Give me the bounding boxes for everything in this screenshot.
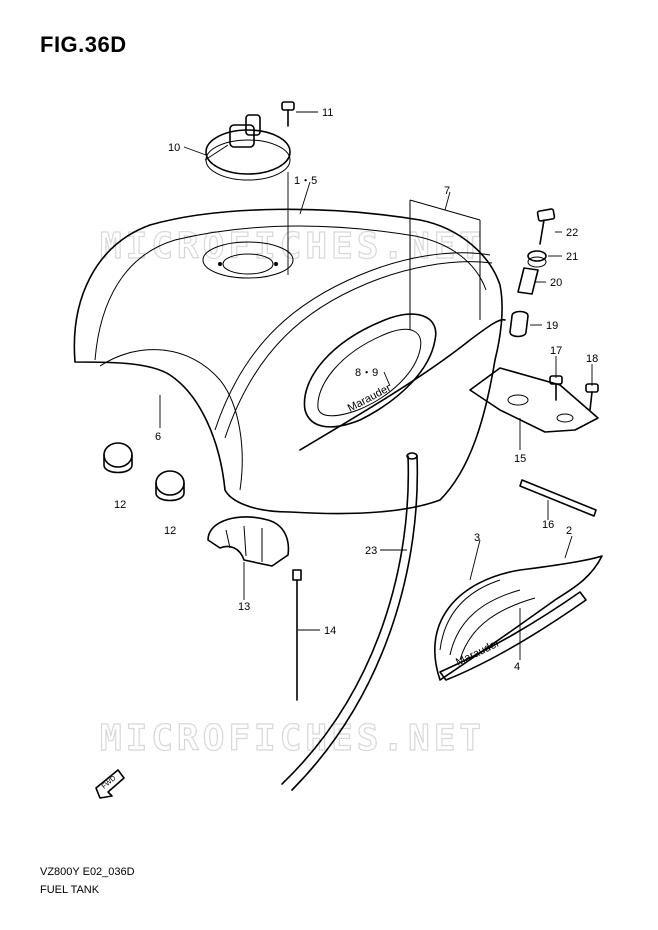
bolt-part-18[interactable]	[585, 383, 599, 411]
callout-20: 20	[550, 277, 562, 289]
callout-1-5: 1・5	[294, 175, 317, 187]
watermark-bottom: MICROFICHES.NET	[100, 718, 485, 759]
callout-16: 16	[542, 519, 554, 531]
washer-part-21[interactable]	[527, 250, 547, 268]
cap-part-12a[interactable]	[103, 442, 133, 474]
callout-3: 3	[474, 532, 480, 544]
callout-22: 22	[566, 227, 578, 239]
callout-17: 17	[550, 345, 562, 357]
emblem-part-3[interactable]	[439, 579, 536, 661]
callout-13: 13	[238, 601, 250, 613]
hose-part-23[interactable]	[281, 452, 419, 791]
watermark-top: MICROFICHES.NET	[100, 226, 485, 267]
callout-23: 23	[365, 545, 377, 557]
svg-text:FWD: FWD	[101, 775, 118, 791]
callout-12a: 12	[114, 499, 126, 511]
collar-part-20[interactable]	[517, 267, 539, 295]
emblem-part-2[interactable]	[434, 555, 603, 681]
band-part-14[interactable]	[292, 569, 302, 701]
callout-11: 11	[322, 107, 333, 119]
callout-6: 6	[155, 431, 161, 443]
cushion-part-19[interactable]	[509, 310, 529, 338]
model-code: VZ800Y E02_036D	[40, 866, 135, 878]
bolt-part-22[interactable]	[536, 208, 556, 245]
fuel-cap[interactable]	[204, 114, 291, 181]
callout-8-9: 8・9	[355, 367, 378, 379]
callout-15: 15	[514, 453, 526, 465]
cap-part-12b[interactable]	[155, 470, 185, 502]
cushion-part-13[interactable]	[207, 516, 290, 567]
callout-18: 18	[586, 353, 598, 365]
screw-part-11[interactable]	[281, 101, 295, 127]
leader-lines	[159, 111, 593, 660]
callout-2: 2	[566, 525, 572, 537]
callout-10: 10	[168, 142, 180, 154]
bolt-part-17[interactable]	[549, 375, 563, 401]
callout-14: 14	[324, 625, 336, 637]
callout-4: 4	[514, 661, 520, 673]
strip-part-16[interactable]	[519, 479, 597, 517]
emblem-logo: Marauder	[454, 637, 502, 669]
callout-21: 21	[566, 251, 578, 263]
bracket-part-15[interactable]	[469, 367, 599, 433]
figure-title: FIG.36D	[40, 32, 127, 57]
callout-12b: 12	[164, 525, 176, 537]
callout-19: 19	[546, 320, 558, 332]
callout-7: 7	[444, 185, 450, 197]
forward-arrow-icon: FWD	[95, 769, 125, 799]
figure-name: FUEL TANK	[40, 884, 100, 896]
